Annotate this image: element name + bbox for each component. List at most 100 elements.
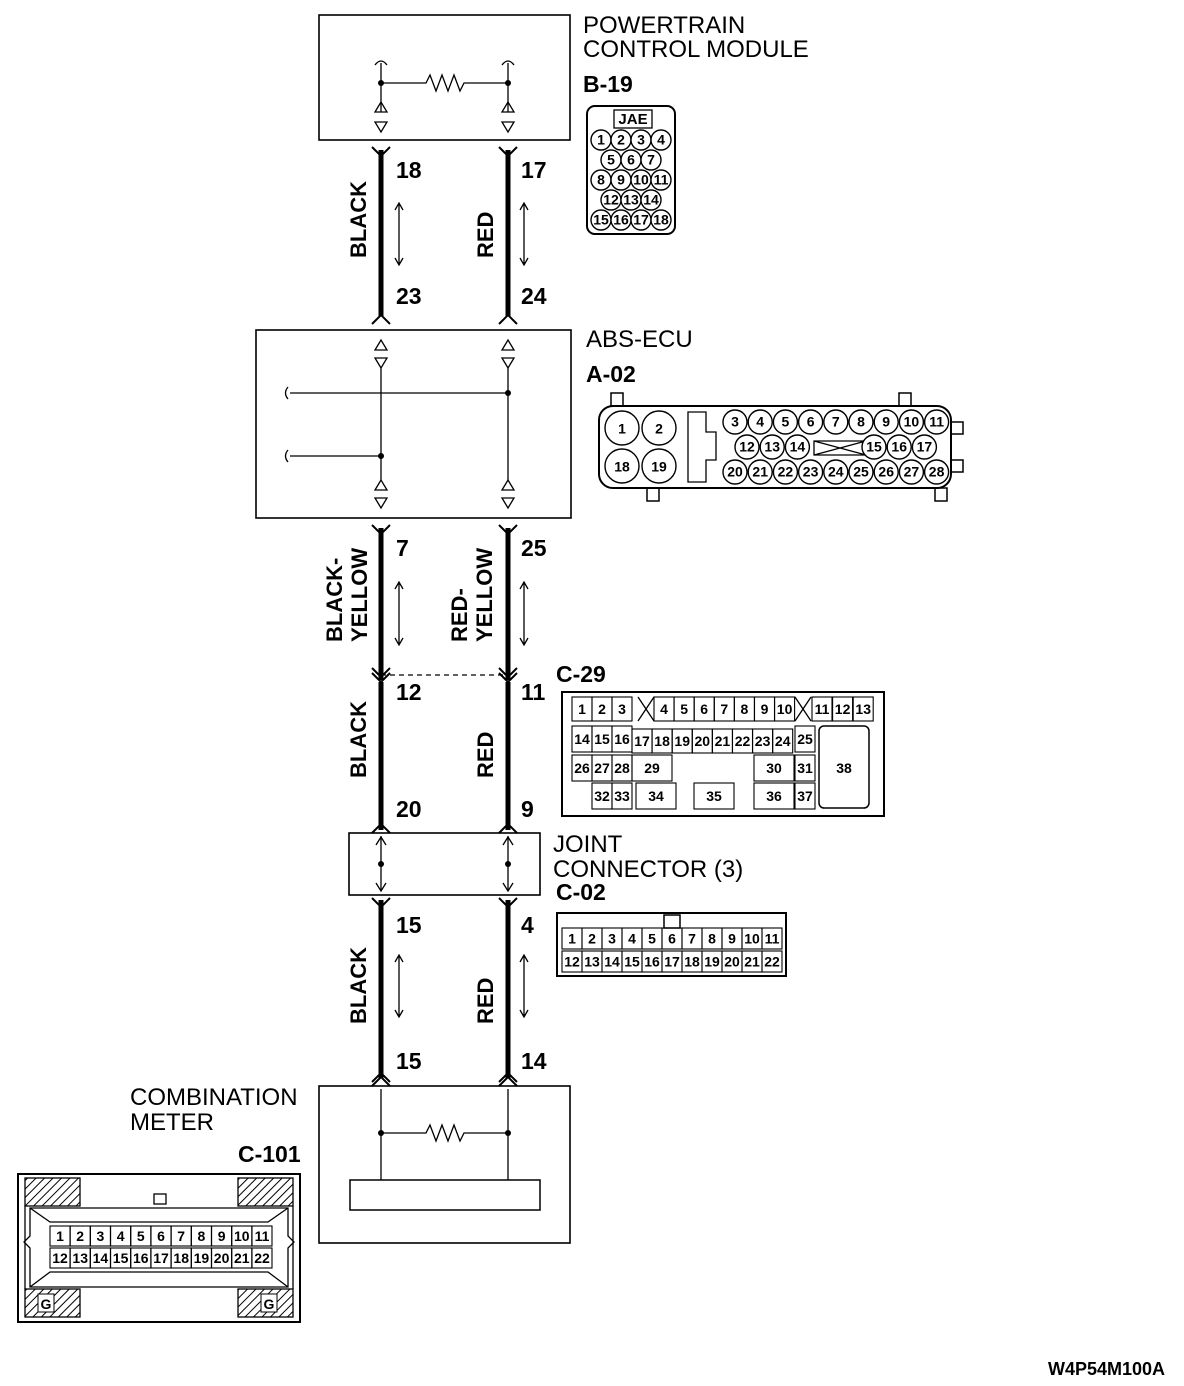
wire-color-black-seg1: BLACK (346, 181, 371, 258)
connector-pin: 32 (591, 782, 613, 810)
abs-ecu-name: ABS-ECU (586, 326, 693, 353)
pin-number: 15 (594, 731, 610, 747)
connector-pin: 18 (651, 728, 673, 754)
pin-number: 10 (633, 172, 649, 188)
pin-number: 26 (878, 464, 894, 480)
seg2-connection-arrows-icon (394, 580, 529, 647)
connector-pin: 19 (701, 950, 723, 973)
connector-pin: 2 (69, 1225, 91, 1247)
connector-pin: 14 (640, 189, 662, 211)
pin-number: 12 (52, 1250, 68, 1266)
connector-pin: 14 (784, 434, 811, 460)
meter-name-line2: METER (130, 1109, 214, 1136)
pin-number: 11 (255, 1228, 270, 1244)
connector-pin: 35 (693, 782, 735, 810)
pcm-connector-label: JAE (618, 111, 647, 128)
connector-pin: 16 (886, 434, 912, 460)
pin-number: 13 (855, 701, 871, 717)
pin-7: 7 (396, 535, 409, 561)
pin-number: 9 (617, 172, 625, 188)
connector-pin: 6 (797, 409, 824, 435)
wire-color-black-yellow-line2: YELLOW (347, 548, 372, 642)
connector-pin: 9 (721, 927, 743, 950)
c29-connector-code: C-29 (556, 661, 606, 687)
pin-number: 10 (234, 1228, 250, 1244)
pin-number: 6 (807, 414, 815, 430)
connector-pin: 12 (832, 696, 854, 722)
pin-number: 17 (917, 439, 933, 455)
pin-number: 9 (761, 701, 769, 717)
pin-number: 16 (614, 731, 630, 747)
connector-pin: 14 (571, 725, 593, 753)
pin-number: 21 (744, 954, 760, 970)
connector-pin: 30 (753, 754, 795, 782)
connector-pin: 1 (571, 696, 593, 722)
pin-number: 5 (648, 931, 656, 947)
pin-number: 31 (797, 760, 813, 776)
wire-segment-2: 7 25 BLACK- YELLOW RED- YELLOW (322, 524, 547, 684)
pin-number: 3 (618, 701, 626, 717)
pin-number: 3 (608, 931, 616, 947)
connector-pin: 14 (89, 1247, 111, 1269)
connector-pin: 12 (734, 434, 760, 460)
pin-number: 4 (117, 1228, 125, 1244)
wire-color-red-yellow-line2: YELLOW (472, 548, 497, 642)
connector-pin: 5 (130, 1225, 152, 1247)
wire-color-red-yellow-line1: RED- (447, 588, 472, 642)
pin-number: 20 (727, 464, 743, 480)
pin-15-top: 15 (396, 912, 422, 938)
connector-pin: 13 (620, 189, 642, 211)
meter-box (318, 1085, 571, 1244)
pin-number: 18 (684, 954, 700, 970)
pin-number: 27 (594, 760, 610, 776)
pin-number: 14 (93, 1250, 109, 1266)
connector-pin: 16 (130, 1247, 152, 1269)
abs-connector-code: A-02 (586, 361, 636, 387)
pin-number: 34 (648, 788, 664, 804)
pin-number: 6 (668, 931, 676, 947)
connector-pin: 29 (631, 754, 673, 782)
pin-9: 9 (521, 796, 534, 822)
pin-24: 24 (521, 283, 547, 309)
connector-pin: 24 (823, 459, 849, 485)
seg1-bottom-plug-icon (371, 313, 518, 325)
pin-number: 2 (598, 701, 606, 717)
pin-12: 12 (396, 679, 422, 705)
pin-number: 5 (782, 414, 790, 430)
pin-number: 7 (647, 152, 655, 168)
joint-connector-code: C-02 (556, 879, 606, 905)
connector-pin: 8 (190, 1225, 212, 1247)
pin-number: 21 (752, 464, 768, 480)
connector-pin: 25 (794, 725, 816, 753)
connector-pin: 10 (898, 409, 925, 435)
pin-number: 11 (765, 931, 780, 947)
pin-number: 7 (177, 1228, 185, 1244)
connector-pin: 36 (753, 782, 795, 810)
pin-number: 19 (704, 954, 720, 970)
connector-pin: 13 (759, 434, 785, 460)
connector-pin: 2 (641, 410, 677, 446)
connector-pin: 22 (731, 728, 754, 754)
pin-number: 8 (198, 1228, 206, 1244)
connector-pin: 18 (650, 209, 672, 231)
connector-pin: 21 (741, 950, 763, 973)
pin-number: 33 (614, 788, 630, 804)
connector-pin: 33 (611, 782, 633, 810)
connector-pin: 17 (661, 950, 683, 973)
pin-number: 13 (584, 954, 600, 970)
pcm-connector-code: B-19 (583, 71, 633, 97)
pin-number: 21 (234, 1250, 250, 1266)
pin-number: 3 (97, 1228, 105, 1244)
abs-top-terminal-icon (373, 338, 516, 370)
connector-pin: 1 (49, 1225, 71, 1247)
connector-pin: 27 (591, 754, 613, 782)
pin-number: 25 (797, 731, 813, 747)
pin-number: 9 (218, 1228, 226, 1244)
pin-number: 3 (731, 414, 739, 430)
pin-number: 18 (614, 458, 630, 474)
